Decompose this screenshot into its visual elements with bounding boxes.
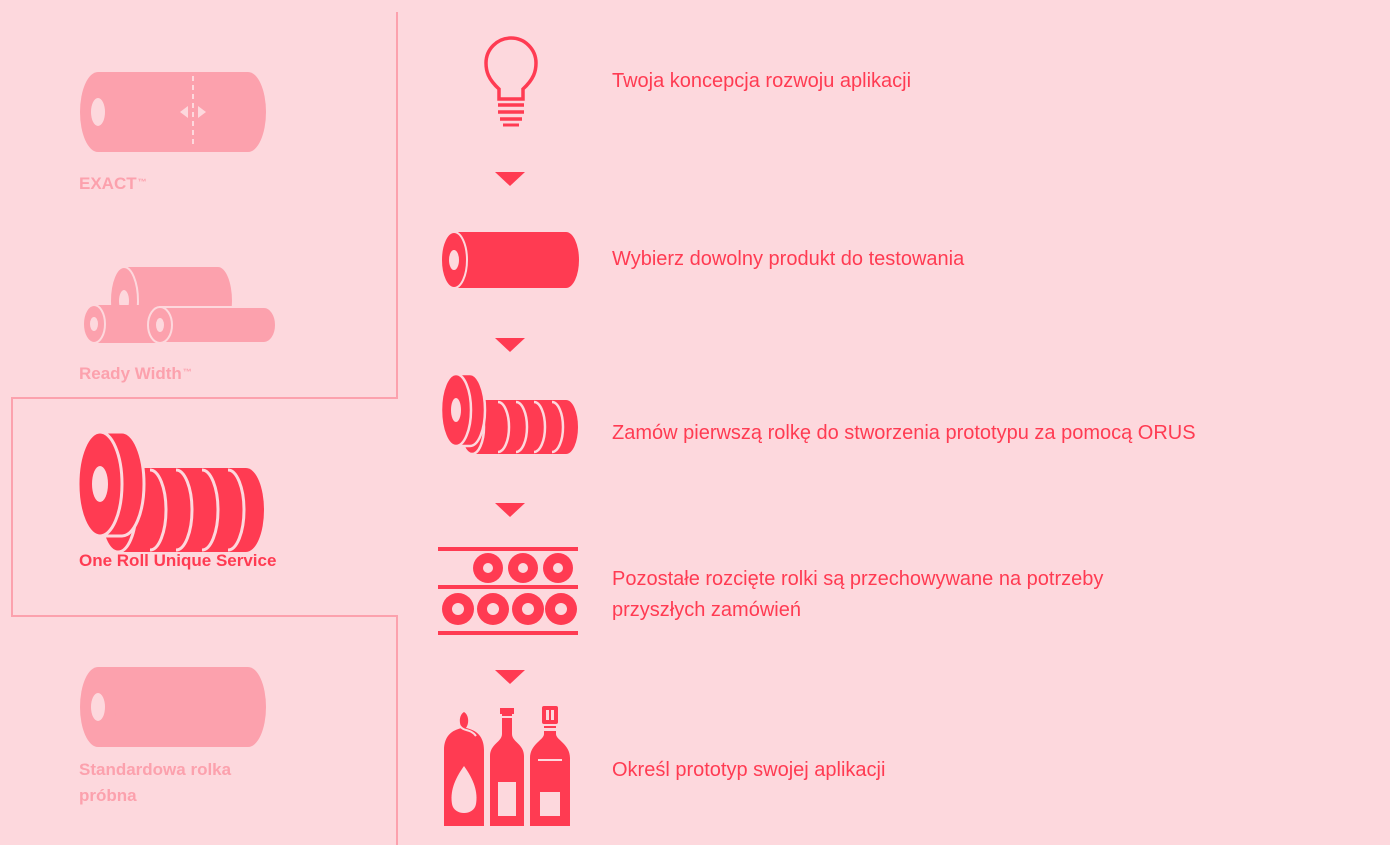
- step-2-text: Wybierz dowolny produkt do testowania: [612, 248, 965, 270]
- tab-ready-width-label: Ready Width: [79, 364, 182, 383]
- stored-rolls-icon: [438, 547, 578, 635]
- step-4-text-line1: Pozostałe rozcięte rolki są przechowywan…: [612, 568, 1104, 590]
- tab-orus-label: One Roll Unique Service: [79, 551, 277, 570]
- tab-ready-width[interactable]: Ready Width™: [20, 255, 390, 390]
- bottles-icon: [444, 706, 570, 826]
- lightbulb-icon: [484, 36, 538, 127]
- step-4-text-line2: przyszłych zamówień: [612, 599, 801, 621]
- step-1-text: Twoja koncepcja rozwoju aplikacji: [612, 70, 912, 92]
- step-3-text: Zamów pierwszą rolkę do stworzenia proto…: [612, 422, 1196, 444]
- tab-orus[interactable]: One Roll Unique Service: [20, 420, 390, 590]
- orus-rolls-icon: [76, 430, 264, 554]
- flow-arrow-4: [495, 670, 525, 684]
- standard-roll-icon: [80, 667, 266, 747]
- ready-width-rolls-icon: [82, 266, 277, 344]
- tab-exact-trademark: ™: [137, 177, 147, 187]
- tab-ready-width-trademark: ™: [182, 367, 192, 377]
- flow-arrow-1: [495, 172, 525, 186]
- flow-arrow-3: [495, 503, 525, 517]
- exact-roll-icon: [80, 72, 266, 152]
- tab-standard-label-line2: próbna: [79, 786, 137, 805]
- step-5-text: Określ prototyp swojej aplikacji: [612, 759, 886, 781]
- tab-standard-label-line1: Standardowa rolka: [79, 760, 232, 779]
- tab-exact-label: EXACT: [79, 174, 137, 193]
- tab-exact[interactable]: EXACT™: [20, 60, 390, 200]
- tab-standard-sample[interactable]: Standardowa rolka próbna: [20, 655, 390, 820]
- slit-rolls-icon: [439, 372, 578, 456]
- roll-icon: [440, 231, 579, 289]
- step-4-text: Pozostałe rozcięte rolki są przechowywan…: [612, 564, 1103, 626]
- flow-arrow-2: [495, 338, 525, 352]
